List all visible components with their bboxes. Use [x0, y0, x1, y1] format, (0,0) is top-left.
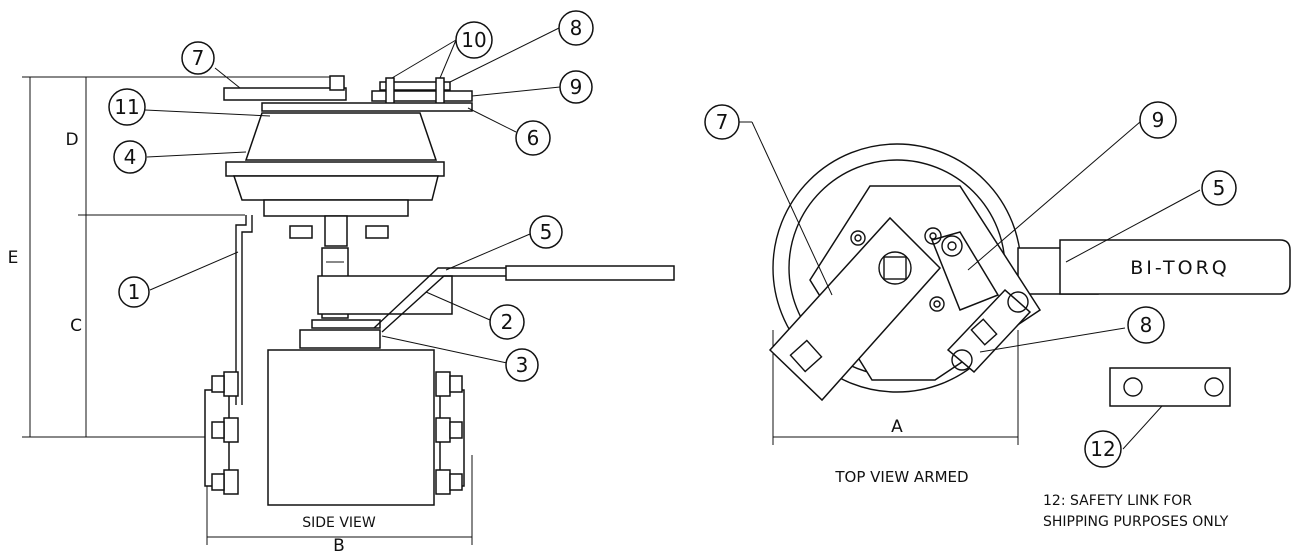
dimension-a-label: A: [891, 417, 903, 437]
side-bracket: [235, 215, 253, 405]
side-leader-lines: [144, 27, 561, 364]
part-bubble-12-top: 12: [1084, 430, 1122, 468]
part-label: 5: [1213, 176, 1226, 200]
part-label: 11: [114, 95, 139, 119]
side-stem: [299, 247, 453, 349]
part-label: 7: [716, 110, 729, 134]
top-leader-lines: [738, 121, 1201, 450]
part-label: 9: [570, 75, 583, 99]
side-actuator: [225, 112, 445, 247]
top-link: [946, 288, 1032, 374]
safety-link: [1109, 367, 1231, 407]
part-label: 4: [124, 145, 137, 169]
part-label: 12: [1090, 437, 1115, 461]
side-handle: [373, 265, 675, 333]
part-label: 6: [527, 126, 540, 150]
part-bubble-3-side: 3: [505, 348, 539, 382]
top-view-caption: TOP VIEW ARMED: [834, 468, 968, 486]
dimension-b-label: B: [333, 536, 345, 554]
part-label: 8: [570, 16, 583, 40]
side-top-levers: [223, 75, 473, 112]
part-bubble-5-side: 5: [529, 215, 563, 249]
safety-note-line1: 12: SAFETY LINK FOR: [1043, 493, 1192, 509]
part-bubble-5-top: 5: [1201, 170, 1237, 206]
part-bubble-9-side: 9: [559, 70, 593, 104]
part-bubble-1-side: 1: [118, 276, 150, 308]
part-bubble-9-top: 9: [1139, 101, 1177, 139]
part-label: 8: [1140, 313, 1153, 337]
part-label: 3: [516, 353, 529, 377]
side-view: 7 10 8 9 6 11 4 5 1 2 3 D E C B SIDE VIE…: [8, 10, 675, 554]
part-bubble-10-side: 10: [455, 21, 493, 59]
dimension-c-label: C: [70, 316, 82, 336]
part-label: 5: [540, 220, 553, 244]
top-arm: [768, 216, 942, 402]
part-bubble-7-side: 7: [181, 41, 215, 75]
top-latch: [924, 227, 1000, 311]
top-view: BI-TORQ: [704, 101, 1291, 530]
side-view-caption: SIDE VIEW: [302, 515, 376, 531]
part-bubble-6-side: 6: [515, 120, 551, 156]
part-bubble-8-side: 8: [558, 10, 594, 46]
part-bubble-4-side: 4: [113, 140, 147, 174]
part-label: 2: [501, 310, 514, 334]
part-label: 10: [461, 28, 486, 52]
part-bubble-7-top: 7: [704, 104, 740, 140]
part-label: 1: [128, 280, 141, 304]
dimension-d-label: D: [65, 130, 78, 150]
dimension-e-label: E: [8, 248, 19, 268]
part-bubble-11-side: 11: [108, 88, 146, 126]
part-bubble-8-top: 8: [1127, 306, 1165, 344]
side-valve-body: [204, 349, 465, 506]
top-handle: BI-TORQ: [1017, 239, 1291, 295]
part-bubble-2-side: 2: [489, 304, 525, 340]
safety-note-line2: SHIPPING PURPOSES ONLY: [1043, 514, 1229, 530]
part-label: 7: [192, 46, 205, 70]
part-label: 9: [1152, 108, 1165, 132]
handle-brand-label: BI-TORQ: [1130, 257, 1229, 279]
